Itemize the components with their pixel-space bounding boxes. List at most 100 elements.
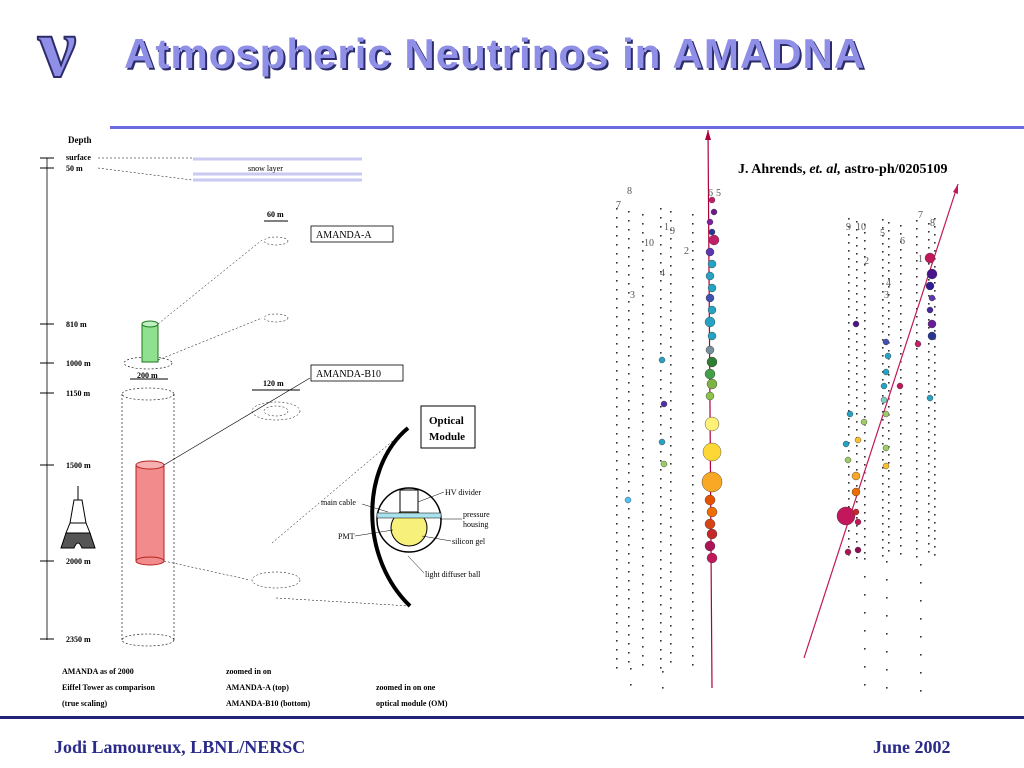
- optical-module-title-1: Optical: [429, 415, 464, 427]
- amanda-b10-zoom: 120 m AMANDA-B10: [251, 364, 404, 589]
- right-string-7: [928, 223, 930, 553]
- reference-citation: J. Ahrends, et. al, astro-ph/0205109: [738, 162, 948, 177]
- right-string-label-1: 10: [856, 222, 866, 233]
- left-hit-0: [708, 196, 716, 204]
- right-hit-7: [914, 340, 922, 348]
- right-hit-4: [926, 306, 934, 314]
- footer-date: June 2002: [873, 737, 951, 757]
- right-hit-30: [842, 440, 850, 448]
- depth-1500: 1500 m: [66, 461, 91, 470]
- depth-1000: 1000 m: [66, 359, 91, 368]
- left-string-label-7: 3: [630, 290, 635, 301]
- left-string-lower-1: [662, 671, 664, 689]
- footer-divider: [0, 716, 1024, 719]
- left-hit-11: [704, 316, 716, 328]
- left-hit-18: [704, 416, 720, 432]
- left-hit-10: [707, 305, 717, 315]
- right-string-8: [934, 218, 936, 556]
- left-hit-27: [658, 356, 666, 364]
- svg-text:(true scaling): (true scaling): [62, 699, 107, 708]
- right-hit-8: [882, 338, 890, 346]
- depth-1150: 1150 m: [66, 389, 91, 398]
- left-string-label-3: 1: [664, 222, 669, 233]
- amanda-b10-label: AMANDA-B10: [316, 369, 381, 380]
- optical-module-diagram: Optical Module main cable HV divider pre…: [321, 405, 490, 608]
- left-string-label-1: 8: [627, 186, 632, 197]
- right-string-label-6: 8: [930, 218, 935, 229]
- left-string-label-4: 9: [670, 226, 675, 237]
- right-hit-15: [926, 394, 934, 402]
- label-pressure-1: pressure: [463, 510, 490, 519]
- left-hit-7: [705, 271, 715, 281]
- depth-2350: 2350 m: [66, 635, 91, 644]
- right-string-5: [900, 225, 902, 555]
- left-hit-4: [708, 234, 720, 246]
- right-hit-18: [844, 456, 852, 464]
- muon-track-inclined: [803, 183, 959, 659]
- left-string-label-8: 6: [708, 188, 713, 199]
- right-string-lower-2: [920, 564, 922, 692]
- right-hit-28: [854, 546, 862, 554]
- left-hit-31: [624, 496, 632, 504]
- right-string-label-5: 7: [918, 210, 923, 221]
- right-string-label-7: 1: [918, 254, 923, 265]
- right-hit-21: [882, 462, 890, 470]
- right-string-label-9: 3: [884, 290, 889, 301]
- left-string-1: [628, 211, 630, 663]
- left-hit-20: [701, 471, 723, 493]
- right-hit-9: [852, 320, 860, 328]
- left-hit-29: [658, 438, 666, 446]
- right-string-6: [916, 220, 918, 558]
- left-hit-23: [704, 518, 716, 530]
- left-hit-15: [704, 368, 716, 380]
- left-string-4: [670, 211, 672, 663]
- right-string-label-8: 4: [886, 278, 891, 289]
- diagram-captions: AMANDA as of 2000 Eiffel Tower as compar…: [62, 667, 448, 708]
- svg-text:optical module (OM): optical module (OM): [376, 699, 448, 708]
- right-string-1: [856, 221, 858, 559]
- label-pressure-2: housing: [463, 520, 488, 529]
- left-hit-1: [710, 208, 718, 216]
- svg-text:zoomed in on: zoomed in on: [226, 667, 272, 676]
- left-string-label-2: 10: [644, 238, 654, 249]
- right-hit-26: [854, 518, 862, 526]
- svg-text:AMANDA-A (top): AMANDA-A (top): [226, 683, 289, 692]
- left-hit-2: [706, 218, 714, 226]
- svg-text:zoomed in on one: zoomed in on one: [376, 683, 436, 692]
- right-string-label-2: 2: [864, 256, 869, 267]
- depth-2000: 2000 m: [66, 557, 91, 566]
- left-hit-30: [660, 460, 668, 468]
- left-hit-26: [706, 552, 718, 564]
- left-hit-14: [706, 356, 718, 368]
- right-hit-12: [880, 382, 888, 390]
- left-hit-6: [707, 259, 717, 269]
- optical-module-title-2: Module: [429, 431, 465, 443]
- left-hit-24: [706, 528, 718, 540]
- right-string-lower-0: [864, 558, 866, 686]
- footer-author: Jodi Lamoureux, LBNL/NERSC: [54, 737, 306, 757]
- right-string-4: [888, 222, 890, 552]
- right-string-lower-1: [886, 561, 888, 689]
- right-hit-16: [882, 410, 890, 418]
- left-string-2: [642, 214, 644, 666]
- label-light-diffuser: light diffuser ball: [425, 570, 481, 579]
- right-hit-14: [896, 382, 904, 390]
- left-hit-9: [705, 293, 715, 303]
- snow-layer-label: snow layer: [248, 164, 283, 173]
- right-string-3: [882, 219, 884, 557]
- left-string-label-5: 2: [684, 246, 689, 257]
- eiffel-tower: [60, 486, 96, 549]
- right-hit-20: [854, 436, 862, 444]
- nu-logo-letter: ν: [37, 10, 76, 95]
- right-hit-0: [924, 252, 936, 264]
- depth-ticks: surface 50 m 810 m 1000 m 1150 m 1500 m …: [40, 153, 91, 644]
- left-string-lower-0: [630, 668, 632, 686]
- right-hit-27: [844, 548, 852, 556]
- right-string-label-3: 5: [880, 228, 885, 239]
- left-hit-28: [660, 400, 668, 408]
- right-hit-10: [884, 352, 892, 360]
- left-hit-21: [704, 494, 716, 506]
- left-string-3: [660, 208, 662, 669]
- amanda-a-cylinder: [141, 323, 159, 363]
